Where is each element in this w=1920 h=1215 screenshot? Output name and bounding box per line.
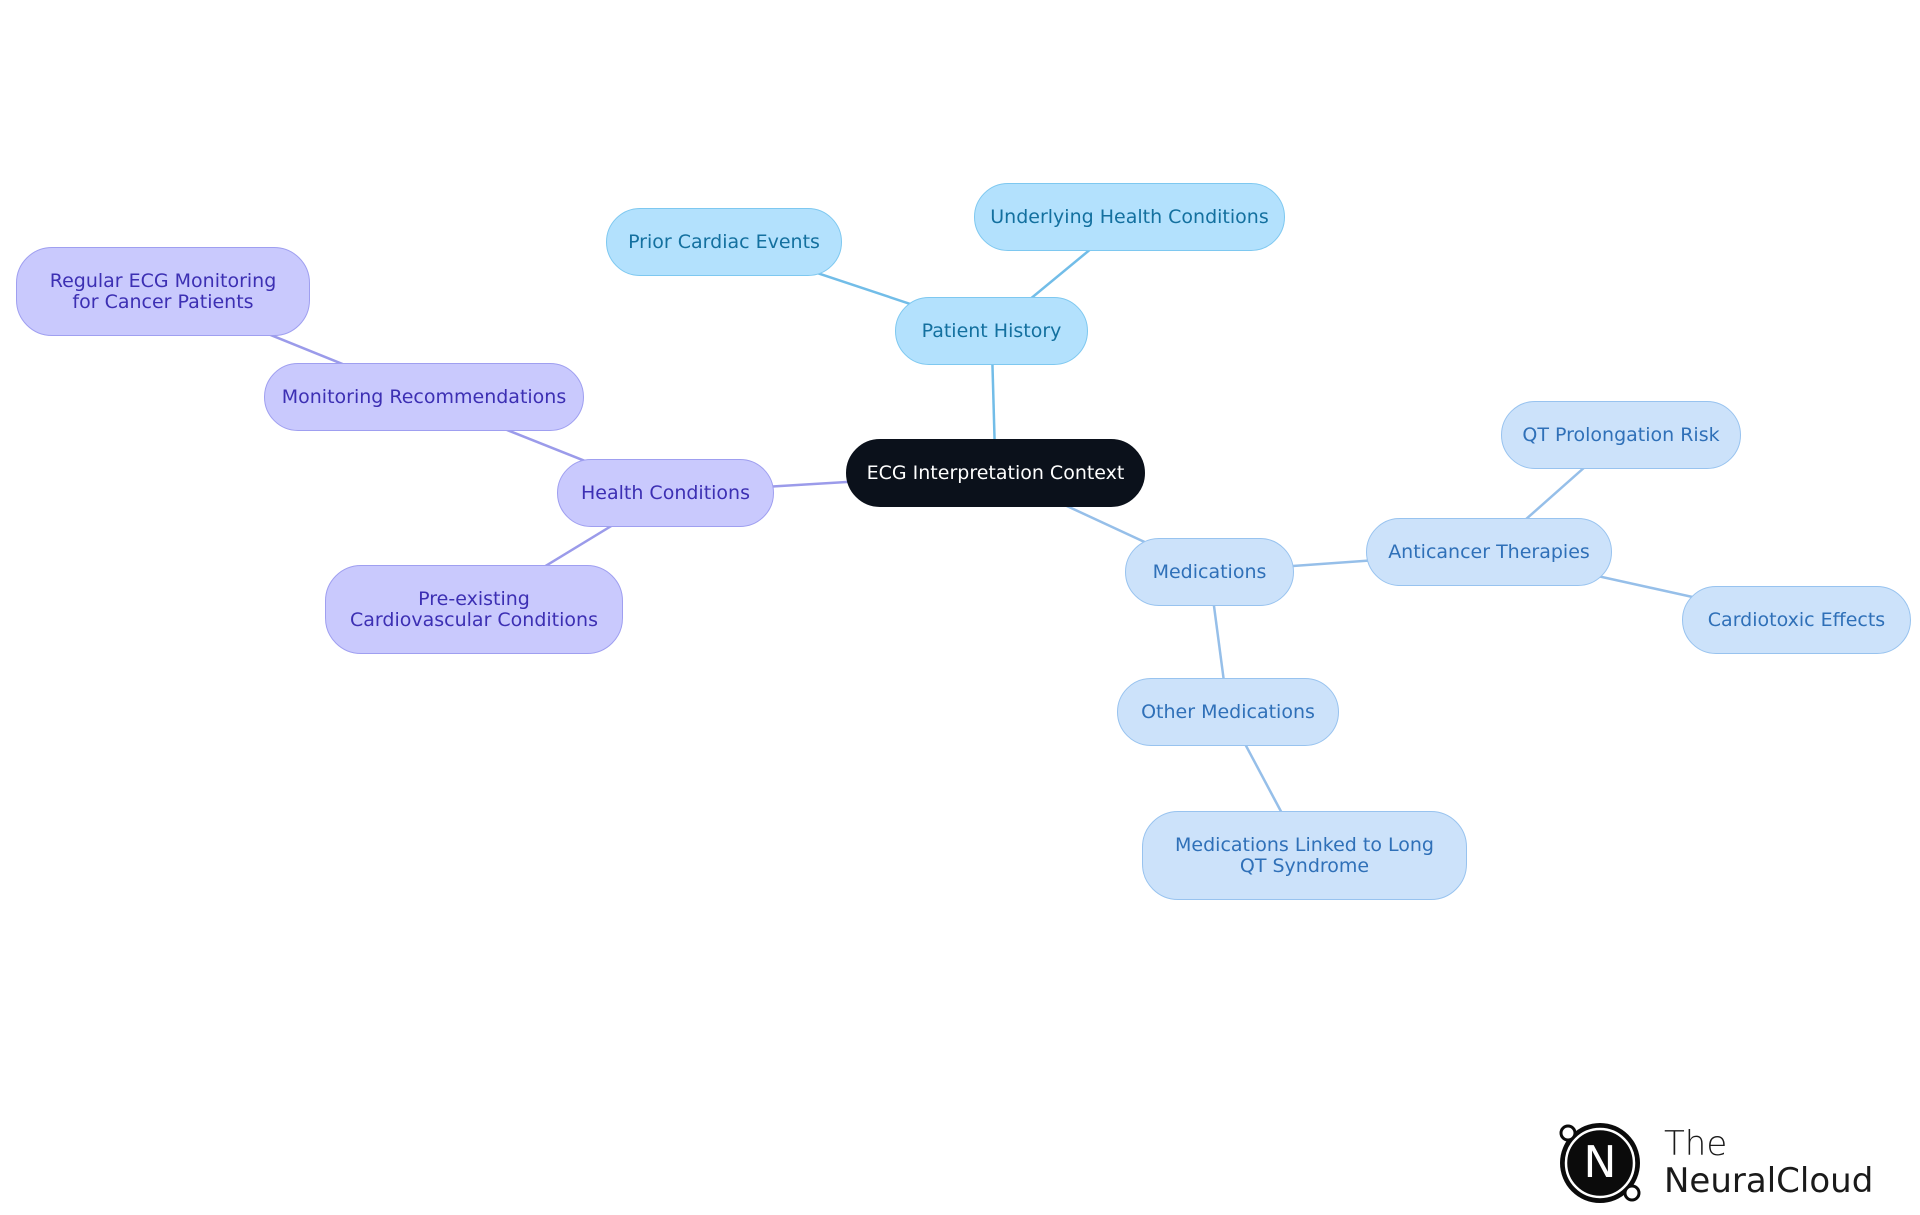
logo-text-line2: NeuralCloud bbox=[1664, 1161, 1874, 1201]
neuralcloud-logo-icon: N bbox=[1559, 1123, 1641, 1203]
node-medications[interactable]: Medications bbox=[1125, 538, 1294, 606]
node-preexisting-cardiovascular-conditions[interactable]: Pre-existing Cardiovascular Conditions bbox=[325, 565, 623, 654]
neuralcloud-logo: N The NeuralCloud bbox=[1554, 1117, 1884, 1209]
node-anticancer-therapies[interactable]: Anticancer Therapies bbox=[1366, 518, 1612, 586]
node-label: Monitoring Recommendations bbox=[281, 385, 567, 408]
node-label: Prior Cardiac Events bbox=[628, 230, 820, 253]
node-health-conditions[interactable]: Health Conditions bbox=[557, 459, 774, 527]
node-other-medications[interactable]: Other Medications bbox=[1117, 678, 1339, 746]
node-prior-cardiac-events[interactable]: Prior Cardiac Events bbox=[606, 208, 842, 276]
node-label: Health Conditions bbox=[581, 481, 750, 504]
node-label: QT Prolongation Risk bbox=[1522, 423, 1720, 446]
node-label: Other Medications bbox=[1141, 700, 1315, 723]
node-label: Underlying Health Conditions bbox=[990, 205, 1269, 228]
node-label: Patient History bbox=[921, 319, 1062, 342]
node-label: ECG Interpretation Context bbox=[866, 461, 1125, 484]
node-label: Medications Linked to Long QT Syndrome bbox=[1175, 833, 1434, 877]
node-regular-ecg-monitoring[interactable]: Regular ECG Monitoring for Cancer Patien… bbox=[16, 247, 310, 336]
node-monitoring-recommendations[interactable]: Monitoring Recommendations bbox=[264, 363, 584, 431]
logo-text-line1: The bbox=[1664, 1124, 1728, 1164]
node-label: Cardiotoxic Effects bbox=[1707, 608, 1886, 631]
logo-mark-letter: N bbox=[1584, 1137, 1617, 1188]
node-qt-prolongation-risk[interactable]: QT Prolongation Risk bbox=[1501, 401, 1741, 469]
node-label: Pre-existing Cardiovascular Conditions bbox=[350, 587, 598, 631]
node-ecg-interpretation-context[interactable]: ECG Interpretation Context bbox=[846, 439, 1145, 507]
node-label: Medications bbox=[1152, 560, 1267, 583]
node-medications-long-qt[interactable]: Medications Linked to Long QT Syndrome bbox=[1142, 811, 1467, 900]
node-underlying-health-conditions[interactable]: Underlying Health Conditions bbox=[974, 183, 1285, 251]
node-label: Anticancer Therapies bbox=[1388, 540, 1590, 563]
node-cardiotoxic-effects[interactable]: Cardiotoxic Effects bbox=[1682, 586, 1911, 654]
node-label: Regular ECG Monitoring for Cancer Patien… bbox=[49, 269, 277, 313]
node-patient-history[interactable]: Patient History bbox=[895, 297, 1088, 365]
